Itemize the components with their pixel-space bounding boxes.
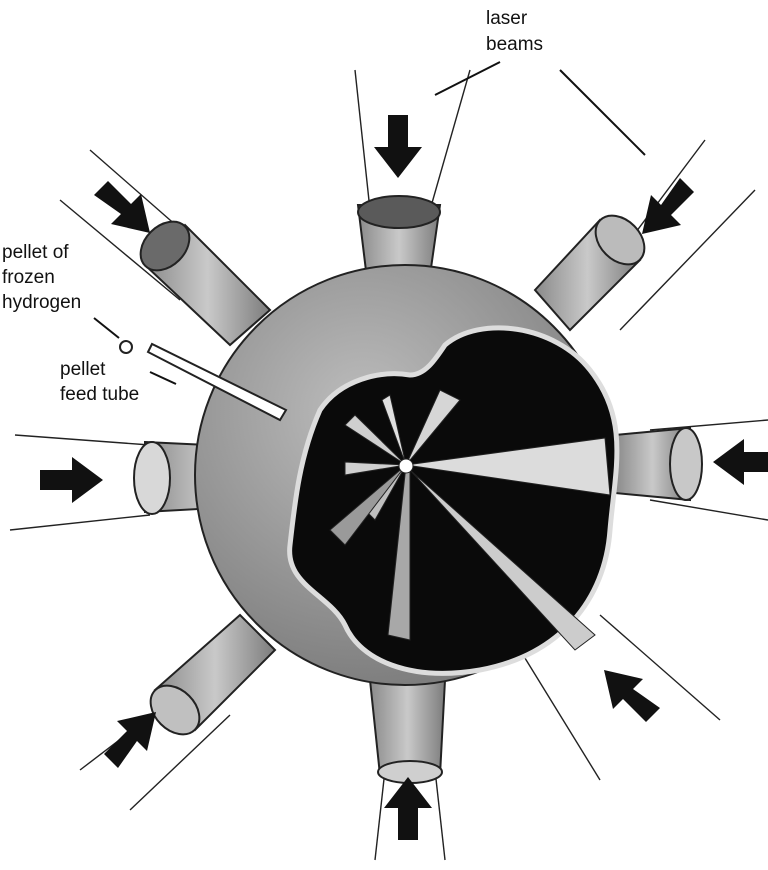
- arrow-upper-left: [94, 181, 150, 233]
- label-tube-line1: pellet: [60, 359, 106, 380]
- label-laser-line1: laser: [486, 8, 528, 29]
- arrow-right: [713, 439, 768, 485]
- label-pellet-line1: pellet of: [2, 242, 69, 263]
- arrow-upper-right: [642, 178, 694, 234]
- arrow-lower-left: [104, 712, 156, 768]
- label-pellet-line2: frozen: [2, 267, 55, 288]
- label-laser-line2: beams: [486, 34, 543, 55]
- frozen-hydrogen-pellet: [120, 341, 132, 353]
- arrow-lower-right: [604, 670, 660, 722]
- arrow-top: [374, 115, 422, 178]
- label-tube-line2: feed tube: [60, 384, 139, 405]
- label-pellet-line3: hydrogen: [2, 292, 81, 313]
- target-pellet: [399, 459, 413, 473]
- arrow-bottom: [384, 777, 432, 840]
- arrow-left: [40, 457, 103, 503]
